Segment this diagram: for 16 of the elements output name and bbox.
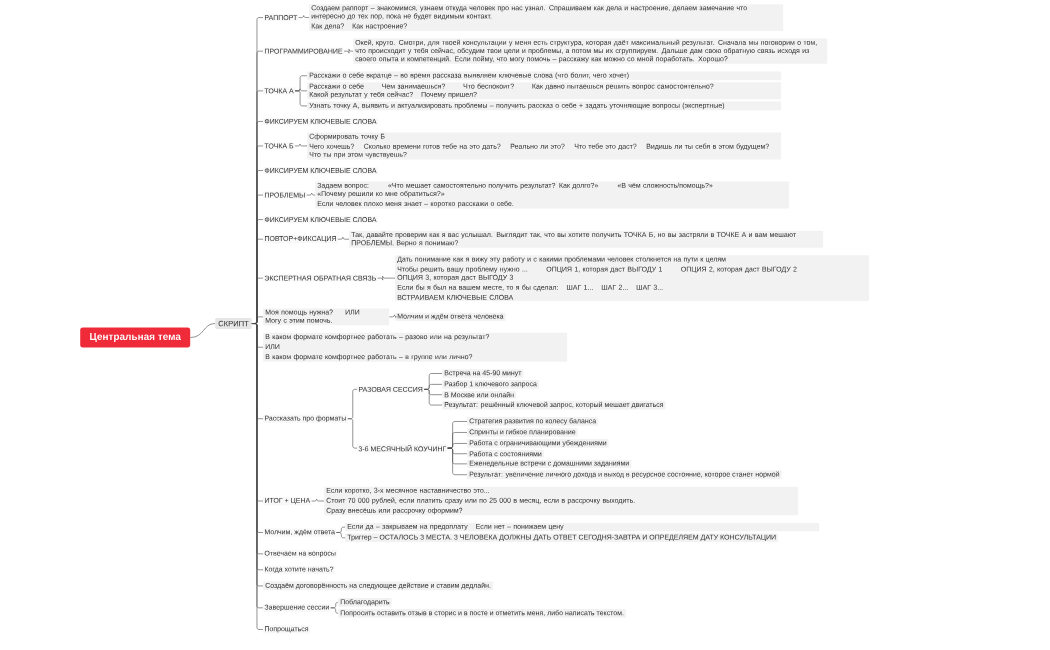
connector-line [423,389,443,406]
connector-line [190,323,216,338]
connector-line [343,48,354,54]
connector-line [330,607,339,614]
connector-line [311,498,325,502]
connector-line [294,143,308,147]
connector-line [298,15,310,18]
connector-line [337,236,350,240]
connector-line [347,418,358,449]
connector-line [306,192,316,196]
central-topic-box: Центральная тема [80,327,191,348]
connector-line [336,532,346,539]
connector-line [377,275,396,281]
connector-line [447,447,468,476]
connector-line [294,90,308,107]
connector-line [389,314,397,318]
